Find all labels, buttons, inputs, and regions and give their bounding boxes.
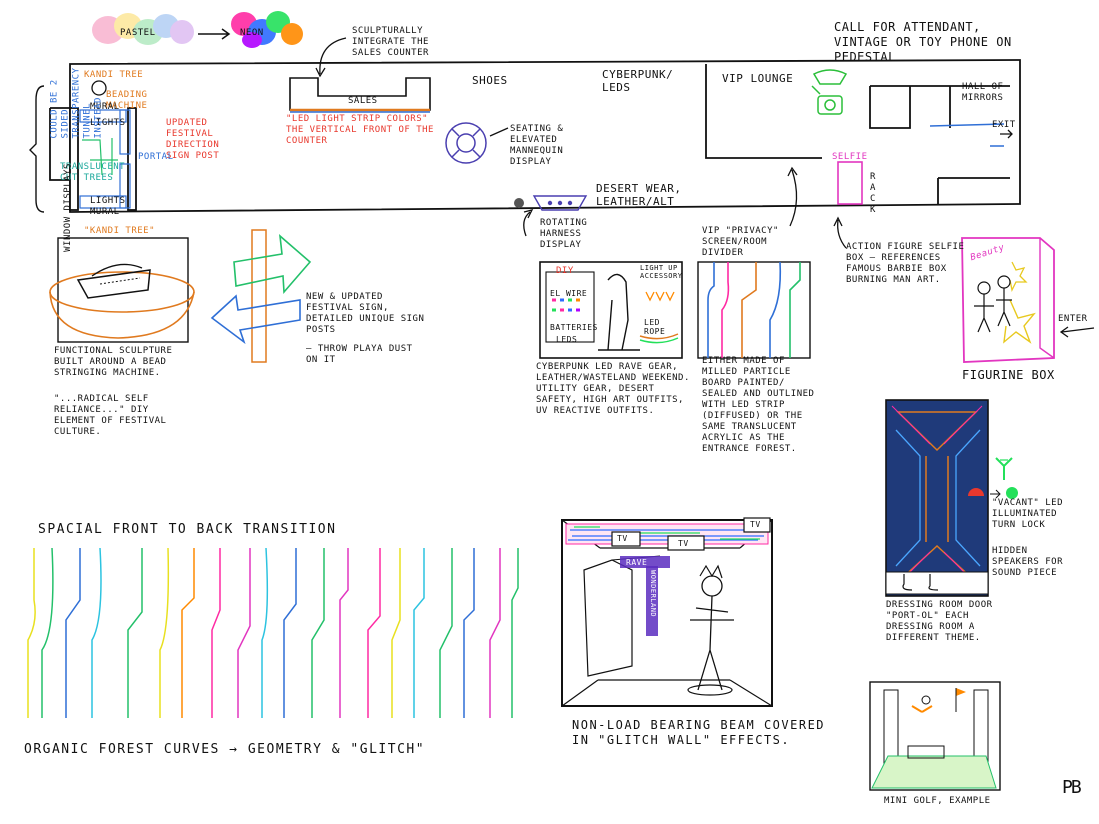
phone-note: CALL FOR ATTENDANT, VINTAGE OR TOY PHONE… (834, 20, 1012, 64)
kandi-tree-label: KANDI TREE (84, 70, 144, 80)
seating-label: SEATING & ELEVATED MANNEQUIN DISPLAY (510, 124, 564, 167)
neon-swatch (231, 11, 303, 48)
beading-machine-label: BEADING MACHINE (106, 90, 148, 111)
enter-label: ENTER (1058, 314, 1088, 324)
arrow-icon (198, 28, 231, 40)
enter-arrow-icon (1059, 326, 1095, 338)
vip-arrow-icon (787, 166, 798, 227)
hall-of-mirrors-label: HALL OF MIRRORS (962, 82, 1004, 103)
portal-label: PORTAL (138, 152, 174, 162)
leds-label: LEDS (556, 335, 578, 344)
sales-label: SALES (348, 96, 378, 106)
shoes-label: SHOES (472, 74, 508, 87)
wonderland-label: WONDERLAND (649, 570, 657, 618)
tunnel-note: COULD BE 2 SIDED TRANSPARENCY TUNNEL INS… (49, 67, 104, 139)
led-rope-label: LED ROPE (644, 318, 666, 336)
rotating-label: ROTATING HARNESS DISPLAY (540, 218, 588, 250)
non-load-note: NON-LOAD BEARING BEAM COVERED IN "GLITCH… (572, 718, 826, 747)
mirror-line (929, 123, 1005, 147)
tv-label-3: TV (750, 520, 761, 529)
mini-golf-label: MINI GOLF, EXAMPLE (884, 796, 991, 806)
desert-display (532, 195, 588, 211)
forest-lines (27, 547, 519, 718)
dressing-room-note: DRESSING ROOM DOOR "PORT-OL" EACH DRESSI… (886, 600, 993, 643)
divider-desc: EITHER MADE OF MILLED PARTICLE BOARD PAI… (702, 356, 815, 454)
kandi-tree-icon (91, 80, 107, 96)
lights-label: LIGHTS (90, 118, 126, 128)
cyberpunk-display-drawing (539, 261, 683, 359)
dressing-door-drawing (885, 399, 989, 597)
pastel-swatch (92, 13, 194, 45)
batteries-label: BATTERIES (550, 323, 598, 332)
neon-label: NEON (240, 28, 264, 38)
led-strip-note: "LED LIGHT STRIP COLORS" THE VERTICAL FR… (286, 114, 434, 146)
vacant-note: "VACANT" LED ILLUMINATED TURN LOCK (992, 498, 1064, 530)
selfie-box (837, 161, 863, 205)
lights-mural-label: LIGHTS MURAL (90, 196, 126, 217)
seating-display (445, 122, 487, 164)
phone-icon (811, 69, 848, 115)
rave-label: RAVE (626, 558, 648, 567)
spacial-label: SPACIAL FRONT TO BACK TRANSITION (38, 522, 337, 537)
seating-arrow-icon (489, 127, 509, 137)
divider-drawing (697, 261, 811, 359)
rotating-display-icon (514, 198, 524, 208)
vip-privacy-label: VIP "PRIVACY" SCREEN/ROOM DIVIDER (702, 226, 779, 258)
sculptural-note: SCULPTURALLY INTEGRATE THE SALES COUNTER (352, 26, 429, 58)
glitch-room-drawing (561, 517, 773, 707)
updated-festival-label: UPDATED FESTIVAL DIRECTION SIGN POST (166, 118, 220, 161)
floorplan (49, 59, 1021, 213)
cyberpunk-desc: CYBERPUNK LED RAVE GEAR, LEATHER/WASTELA… (536, 362, 690, 416)
diy-label: DIY (556, 266, 574, 276)
exit-arrow-icon (1000, 129, 1013, 139)
new-sign-note: NEW & UPDATED FESTIVAL SIGN, DETAILED UN… (306, 292, 425, 335)
window-display-tubes (79, 109, 131, 209)
mini-golf-drawing (869, 681, 1001, 791)
kandi-tree-drawing (49, 237, 195, 343)
cyberpunk-label: CYBERPUNK/ LEDS (602, 68, 674, 94)
window-displays-bracket (29, 85, 45, 213)
sales-arrow-icon (315, 37, 347, 78)
sign-post-drawing (210, 229, 312, 363)
harness-arrow-icon (523, 209, 534, 237)
translucent-label: TRANSLUCENT CUT TREES (60, 162, 126, 183)
exit-label: EXIT (992, 120, 1016, 130)
functional-note: FUNCTIONAL SCULPTURE BUILT AROUND A BEAD… (54, 346, 173, 378)
vip-lounge-label: VIP LOUNGE (722, 72, 794, 85)
kandi-tree-title: "KANDI TREE" (84, 226, 156, 236)
desert-wear-label: DESERT WEAR, LEATHER/ALT (596, 182, 682, 208)
sales-counter (289, 77, 431, 113)
selfie-label: SELFIE (832, 152, 868, 162)
vacant-lock-icon (990, 457, 1018, 499)
pastel-label: PASTEL (120, 28, 156, 38)
tv-label-2: TV (678, 539, 689, 548)
playa-note: — THROW PLAYA DUST ON IT (306, 344, 413, 365)
radical-note: "...RADICAL SELF RELIANCE..." DIY ELEMEN… (54, 394, 167, 437)
action-figure-note: ACTION FIGURE SELFIE BOX — REFERENCES FA… (846, 242, 965, 285)
rack-label: RACK (870, 172, 876, 215)
organic-label: ORGANIC FOREST CURVES → GEOMETRY & "GLIT… (24, 742, 426, 757)
window-displays-label: WINDOW DISPLAYS (62, 163, 73, 252)
light-up-label: LIGHT UP ACCESSORY (640, 264, 683, 280)
selfie-arrow-icon (833, 216, 847, 249)
mural-label: MURAL (90, 102, 120, 112)
tv-label-1: TV (617, 534, 628, 543)
el-wire-label: EL WIRE (550, 289, 588, 298)
figurine-box-drawing (961, 237, 1055, 363)
figurine-box-label: FIGURINE BOX (962, 368, 1055, 382)
signature: PB (1062, 777, 1082, 798)
hidden-speakers-note: HIDDEN SPEAKERS FOR SOUND PIECE (992, 546, 1064, 578)
